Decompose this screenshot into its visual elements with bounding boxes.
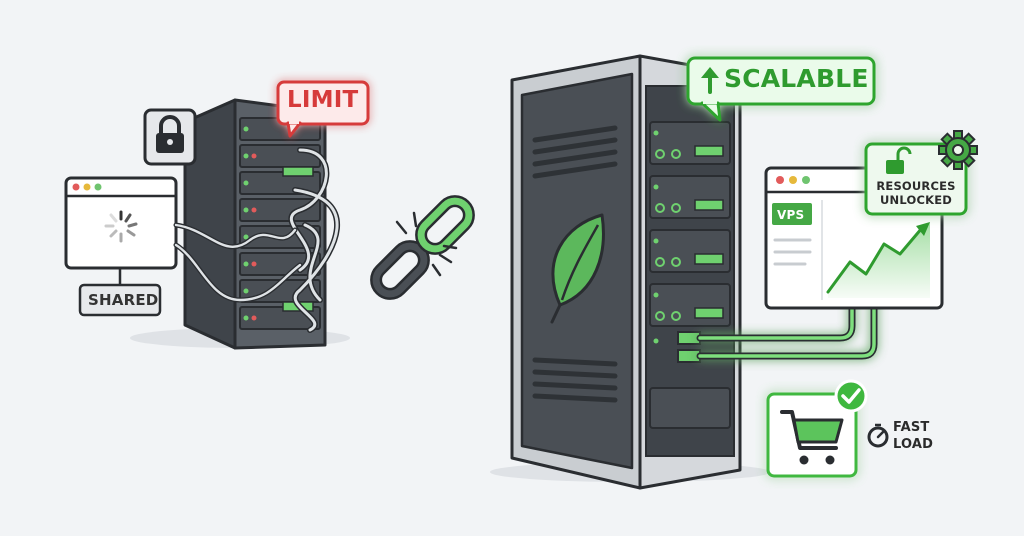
- shared-browser-window: [64, 176, 178, 270]
- unlock-icon: [886, 146, 912, 174]
- resources-unlocked-label: RESOURCES UNLOCKED: [868, 179, 964, 207]
- vps-cables: [696, 292, 878, 360]
- fast-line-2: LOAD: [893, 437, 934, 452]
- vps-network-ports: [677, 331, 701, 363]
- scalable-bubble: [686, 56, 876, 122]
- vps-label: VPS: [777, 208, 805, 222]
- limit-label: LIMIT: [287, 87, 359, 113]
- leaf-icon: [550, 213, 605, 324]
- up-arrow-icon: [701, 67, 719, 94]
- loading-spinner-icon: [104, 210, 138, 243]
- fast-load-label: FAST LOAD: [893, 419, 953, 453]
- limit-bubble: [276, 80, 370, 138]
- growth-chart-icon: [826, 222, 930, 298]
- vps-vent-top: [532, 125, 618, 179]
- shared-server-rack: [183, 98, 340, 350]
- gear-icon: [938, 130, 978, 170]
- stopwatch-icon: [867, 423, 889, 448]
- vps-server-units: [649, 121, 731, 429]
- vps-vent-bottom: [532, 357, 618, 403]
- broken-chain-icon: [370, 195, 475, 300]
- shared-label: SHARED: [88, 291, 159, 309]
- shared-badge: [78, 283, 162, 317]
- checkmark-icon: [834, 379, 868, 413]
- fast-line-1: FAST: [893, 420, 930, 435]
- shopping-cart-icon: [780, 410, 844, 465]
- scalable-label: SCALABLE: [724, 64, 869, 93]
- resources-line-1: RESOURCES: [876, 179, 956, 193]
- lock-icon: [143, 108, 197, 166]
- resources-line-2: UNLOCKED: [879, 193, 952, 207]
